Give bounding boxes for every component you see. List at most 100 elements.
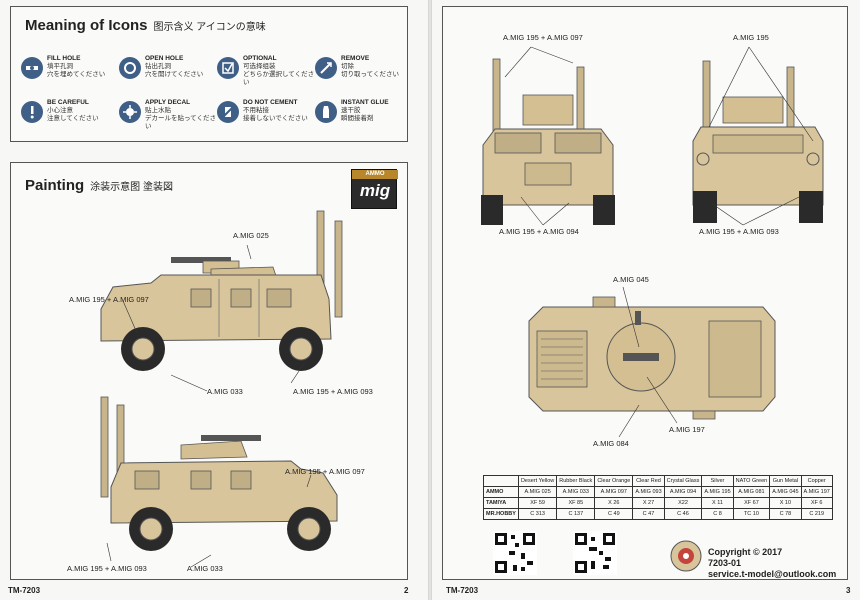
rear-view-drawing — [692, 60, 824, 223]
table-cell: C 49 — [594, 508, 634, 520]
icon-label-ja: 穴を開けてください — [145, 71, 204, 78]
icon-label-ja: 穴を埋めてください — [47, 71, 106, 78]
icon-label-zh: 填平孔洞 — [47, 63, 73, 70]
icons-title-text: Meaning of Icons — [25, 17, 148, 34]
table-cell: A.MIG 025 — [517, 486, 558, 498]
label-rear-top: A.MIG 195 — [733, 33, 769, 42]
icon-label-zh: 可选择组装 — [243, 63, 276, 70]
product-code: 7203-01 — [708, 558, 742, 568]
icon-label-zh: 钻出孔洞 — [145, 63, 171, 70]
table-cell: XF 85 — [556, 497, 596, 509]
front-view-drawing — [481, 58, 615, 225]
optional-icon — [217, 57, 239, 79]
table-cell: MR.HOBBY — [483, 508, 519, 520]
table-row: MR.HOBBY C 313 C 137 C 49 C 47 C 46 C 8 … — [483, 508, 833, 520]
icon-label-zh: 切除 — [341, 63, 354, 70]
table-header-cell: Clear Red — [632, 475, 665, 487]
right-page-number: 3 — [846, 586, 851, 595]
right-page-code: TM-7203 — [446, 586, 479, 595]
table-cell: C 47 — [632, 508, 665, 520]
icon-label-ja: 接着しないでください — [243, 115, 308, 122]
left-page-code: TM-7203 — [8, 586, 41, 595]
label-front-bottom: A.MIG 195 + A.MIG 094 — [499, 227, 579, 236]
table-header-cell: Copper — [800, 475, 833, 487]
table-cell: X22 — [663, 497, 703, 509]
table-row: TAMIYA XF 59 XF 85 X 26 X 27 X22 X 11 XF… — [483, 497, 833, 509]
icon-label-zh: 不用粘接 — [243, 107, 269, 114]
table-cell: XF 67 — [732, 497, 771, 509]
right-painting-box: A.MIG 195 + A.MIG 097 A.MIG 195 A.MIG 19… — [442, 6, 848, 580]
fill-hole-icon — [21, 57, 43, 79]
table-cell: A.MIG 081 — [732, 486, 771, 498]
table-cell: C 8 — [701, 508, 734, 520]
icon-label-en: FILL HOLE — [47, 55, 81, 62]
table-header-cell: Gun Metal — [769, 475, 802, 487]
icon-label-zh: 速干胶 — [341, 107, 361, 114]
table-header-cell: NATO Green — [732, 475, 771, 487]
apply-decal-icon — [119, 101, 141, 123]
icon-label-en: REMOVE — [341, 55, 370, 62]
label-side2-left: A.MIG 195 + A.MIG 093 — [67, 564, 147, 573]
logo-sub-text: AMMO — [352, 170, 398, 179]
icons-title-cjk: 图示含义 アイコンの意味 — [153, 22, 266, 33]
icon-label-ja: どちらか選択してください — [243, 71, 315, 86]
painting-title-text: Painting — [25, 177, 85, 194]
table-cell: X 26 — [594, 497, 634, 509]
icon-label-ja: 切り取ってください — [341, 71, 399, 78]
icon-label-en: OPEN HOLE — [145, 55, 184, 62]
icon-label-en: BE CAREFUL — [47, 99, 89, 106]
label-front-top: A.MIG 195 + A.MIG 097 — [503, 33, 583, 42]
icon-label-ja: デカールを貼ってください — [145, 115, 216, 130]
leader-lines-right — [504, 46, 814, 438]
icon-label-zh: 小心注意 — [47, 107, 73, 114]
icons-section-title: Meaning of Icons 图示含义 アイコンの意味 — [25, 17, 266, 34]
table-cell: TC 10 — [732, 508, 771, 520]
table-cell: X 27 — [632, 497, 665, 509]
table-header-cell: Rubber Black — [556, 475, 596, 487]
label-rear-bottom: A.MIG 195 + A.MIG 093 — [699, 227, 779, 236]
qr-code-2 — [573, 531, 617, 575]
table-header-cell: Crystal Glass — [663, 475, 703, 487]
t-model-logo — [670, 540, 702, 572]
top-view-drawing — [528, 296, 776, 420]
label-top-view-left: A.MIG 084 — [593, 439, 629, 448]
remove-icon — [315, 57, 337, 79]
table-cell: A.MIG 033 — [556, 486, 596, 498]
table-cell: A.MIG 093 — [632, 486, 665, 498]
table-cell: AMMO — [483, 486, 519, 498]
qr-code-1 — [493, 531, 537, 575]
label-top-turret: A.MIG 025 — [233, 231, 269, 240]
icon-label-zh: 贴上水贴 — [145, 107, 171, 114]
table-cell: C 313 — [517, 508, 558, 520]
table-cell: A.MIG 045 — [769, 486, 802, 498]
be-careful-icon — [21, 101, 43, 123]
table-header-cell: Desert Yellow — [517, 475, 558, 487]
left-page-number: 2 — [404, 586, 409, 595]
logo-main-text: mig — [359, 181, 391, 200]
table-cell: A.MIG 197 — [800, 486, 833, 498]
table-cell: A.MIG 097 — [594, 486, 634, 498]
table-cell: A.MIG 195 — [701, 486, 734, 498]
label-side2-bottom: A.MIG 033 — [187, 564, 223, 573]
table-cell: C 137 — [556, 508, 596, 520]
table-cell: C 78 — [769, 508, 802, 520]
ammo-mig-logo: AMMO mig — [351, 169, 398, 209]
table-cell: X 11 — [701, 497, 734, 509]
do-not-cement-icon — [217, 101, 239, 123]
icon-label-en: INSTANT GLUE — [341, 99, 389, 106]
table-cell: XF 59 — [517, 497, 558, 509]
side-view-1-drawing — [100, 210, 343, 371]
page-gutter — [428, 0, 432, 600]
table-cell: TAMIYA — [483, 497, 519, 509]
label-side1-right: A.MIG 195 + A.MIG 093 — [293, 387, 373, 396]
table-row: AMMO A.MIG 025 A.MIG 033 A.MIG 097 A.MIG… — [483, 486, 833, 498]
label-side1-bottom: A.MIG 033 — [207, 387, 243, 396]
icon-label-en: DO NOT CEMENT — [243, 99, 298, 106]
label-top-view-gun: A.MIG 045 — [613, 275, 649, 284]
